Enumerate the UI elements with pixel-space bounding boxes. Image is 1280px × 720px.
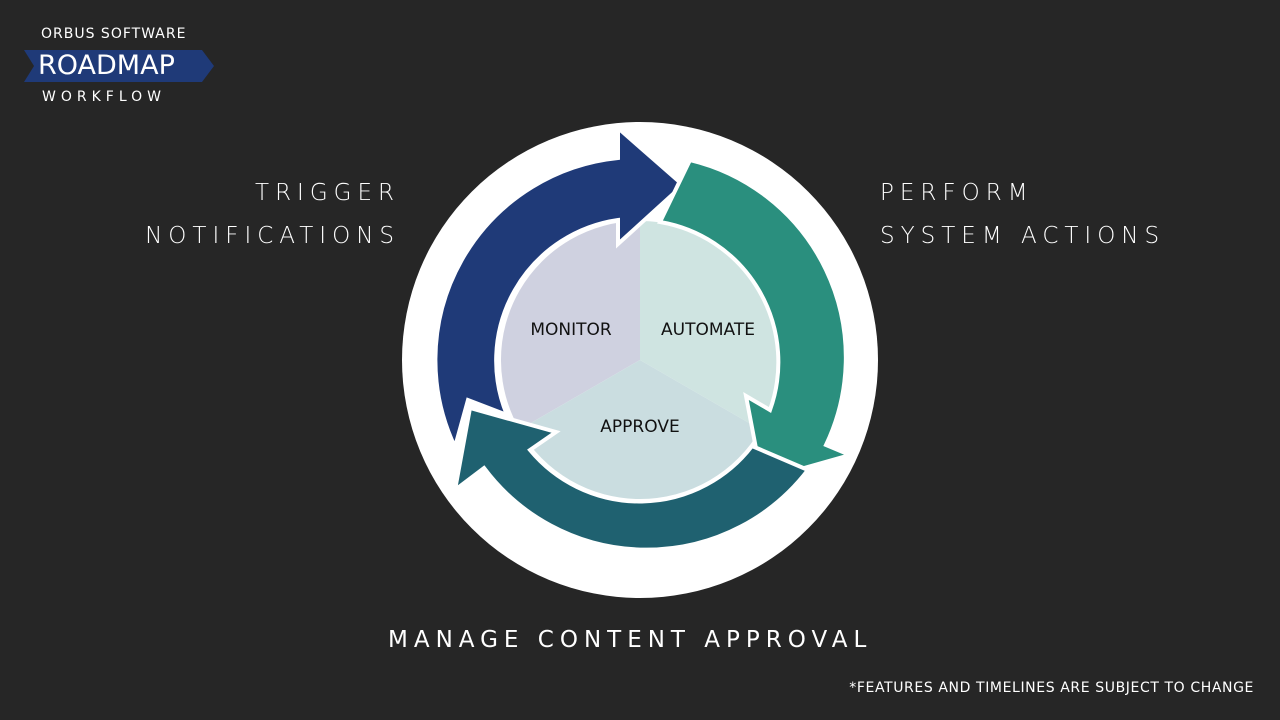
logo-ribbon: [24, 50, 214, 82]
perform-system-actions-callout: PERFORM SYSTEM ACTIONS: [880, 172, 1165, 258]
monitor-label: MONITOR: [530, 320, 612, 340]
logo-company-text: ORBUS SOFTWARE: [41, 26, 187, 42]
logo-title-text: ROADMAP: [38, 50, 175, 81]
logo-subtitle-text: WORKFLOW: [42, 89, 166, 105]
automate-label: AUTOMATE: [661, 320, 755, 340]
monitor-sector: [500, 221, 640, 430]
trigger-notifications-callout: TRIGGER NOTIFICATIONS: [145, 172, 400, 258]
automate-sector: [640, 221, 780, 430]
roadmap-workflow-logo: ORBUS SOFTWARE ROADMAP WORKFLOW: [24, 26, 216, 108]
monitor-arrow: [433, 123, 687, 453]
right-callout-line1: PERFORM: [880, 180, 1034, 206]
approve-label: APPROVE: [600, 417, 679, 437]
approve-arrow: [452, 405, 812, 552]
left-callout-line1: TRIGGER: [255, 180, 400, 206]
left-callout-line2: NOTIFICATIONS: [145, 223, 400, 249]
right-callout-line2: SYSTEM ACTIONS: [880, 223, 1166, 249]
disclaimer-text: *FEATURES AND TIMELINES ARE SUBJECT TO C…: [849, 680, 1254, 696]
manage-content-approval-callout: MANAGE CONTENT APPROVAL: [388, 627, 873, 653]
automate-arrow: [657, 157, 857, 483]
approve-sector: [519, 360, 761, 500]
inner-disc: [500, 221, 780, 500]
